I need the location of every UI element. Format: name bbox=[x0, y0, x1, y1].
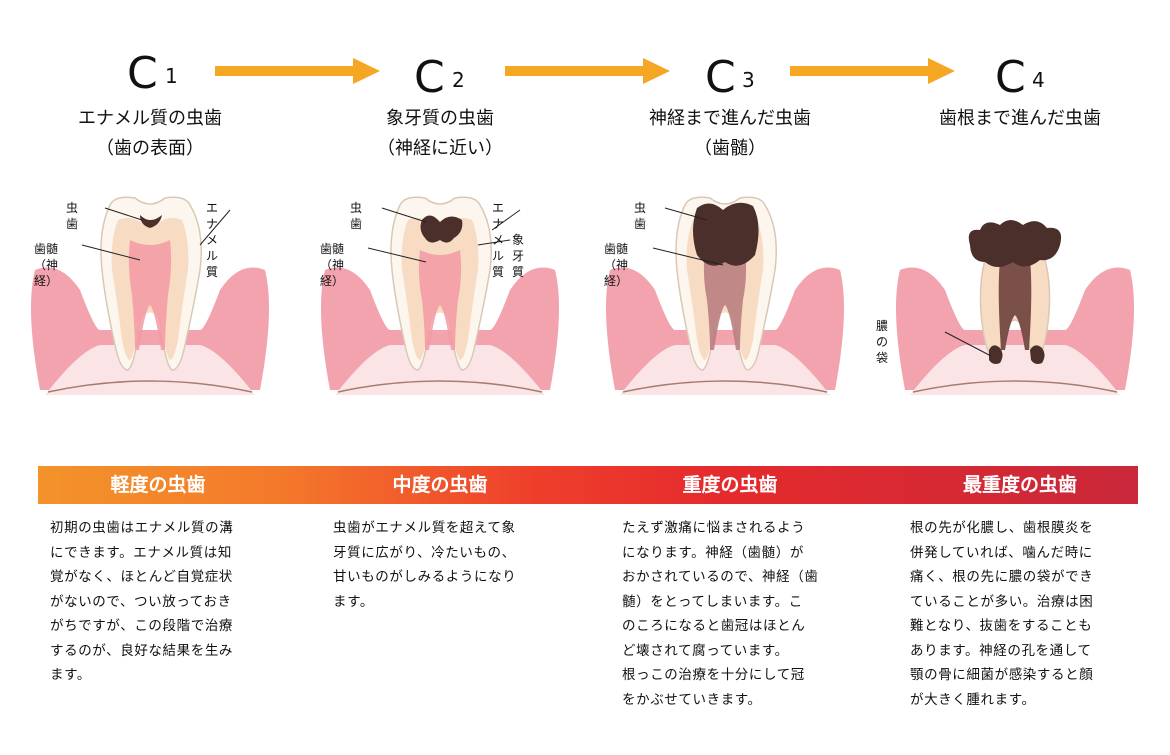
severity-label-severe: 重度の虫歯 bbox=[682, 474, 778, 496]
description-line: のころになると歯冠はほとん bbox=[622, 618, 806, 634]
pointer-lines bbox=[81, 207, 231, 261]
label-pulp: 歯髄 （神経） bbox=[604, 241, 628, 289]
tooth-c4 bbox=[895, 220, 1135, 396]
description-c3: たえず激痛に悩まされるよう になります。神経（歯髄）が おかされているので、神経… bbox=[622, 516, 872, 712]
label-enamel: エナメル質 bbox=[206, 201, 219, 279]
description-line: にできます。エナメル質は知 bbox=[50, 544, 232, 561]
label-pulp: 歯髄 （神経） bbox=[34, 241, 58, 289]
tooth-illustrations bbox=[30, 196, 1135, 396]
label-pulp: 歯髄 （神経） bbox=[320, 241, 344, 289]
description-line: たえず激痛に悩まされるよう bbox=[622, 520, 806, 536]
stage-letter: C bbox=[414, 52, 445, 103]
description-line: がないので、つい放っておき bbox=[50, 593, 232, 610]
description-line: 痛く、根の先に膿の袋ができ bbox=[910, 569, 1094, 585]
severity-label-mild: 軽度の虫歯 bbox=[110, 474, 206, 496]
description-line: おかされているので、神経（歯 bbox=[622, 569, 819, 585]
description-line: ど壊されて腐っています。 bbox=[622, 642, 789, 659]
stage-title: エナメル質の虫歯 （歯の表面） bbox=[40, 104, 260, 164]
description-line: ます。 bbox=[50, 667, 91, 683]
description-line: ます。 bbox=[333, 593, 374, 610]
severity-label-most-severe: 最重度の虫歯 bbox=[962, 474, 1077, 496]
stage-title-line-2: （歯の表面） bbox=[96, 138, 204, 159]
label-pulp-line-2: （神経） bbox=[604, 258, 629, 288]
description-line: をかぶせていきます。 bbox=[622, 691, 762, 708]
label-pulp-line-1: 歯髄 bbox=[34, 242, 59, 256]
label-pulp-line-1: 歯髄 bbox=[320, 242, 345, 256]
description-c1: 初期の虫歯はエナメル質の溝 にできます。エナメル質は知 覚がなく、ほとんど自覚症… bbox=[50, 516, 300, 688]
description-line: 虫歯がエナメル質を超えて象 bbox=[333, 520, 516, 536]
description-line: ていることが多い。治療は困 bbox=[910, 593, 1094, 610]
description-line: 牙質に広がり、冷たいもの、 bbox=[333, 544, 516, 561]
description-line: 髄）をとってしまいます。こ bbox=[622, 593, 803, 610]
stage-title: 神経まで進んだ虫歯 （歯髄） bbox=[615, 104, 845, 164]
label-decay: 虫歯 bbox=[350, 201, 363, 231]
description-line: 根の先が化膿し、歯根膜炎を bbox=[910, 520, 1094, 536]
tooth-c3 bbox=[605, 196, 845, 396]
description-line: 顎の骨に細菌が感染すると顔 bbox=[910, 667, 1094, 683]
description-line: 覚がなく、ほとんど自覚症状 bbox=[50, 569, 233, 585]
stage-title: 歯根まで進んだ虫歯 bbox=[905, 104, 1135, 134]
stage-title-line-2: （神経に近い） bbox=[377, 138, 503, 159]
tooth-c2 bbox=[320, 196, 560, 396]
stage-title-line-2: （歯髄） bbox=[694, 138, 766, 159]
stage-title-line-1: 歯根まで進んだ虫歯 bbox=[939, 108, 1101, 129]
description-line: がちですが、この段階で治療 bbox=[50, 618, 234, 634]
stage-title-line-1: 神経まで進んだ虫歯 bbox=[649, 108, 811, 129]
severity-label-moderate: 中度の虫歯 bbox=[392, 474, 488, 496]
stage-letter: C bbox=[995, 52, 1026, 103]
stage-letter: C bbox=[705, 52, 736, 103]
stage-number: 3 bbox=[742, 68, 755, 92]
description-line: 根っこの治療を十分にして冠 bbox=[622, 667, 805, 683]
description-line: 併発していれば、噛んだ時に bbox=[910, 544, 1093, 561]
stage-number: 4 bbox=[1032, 68, 1045, 92]
label-decay: 虫歯 bbox=[634, 201, 647, 231]
label-dentin: 象牙質 bbox=[512, 233, 525, 279]
label-decay: 虫歯 bbox=[66, 201, 79, 231]
severity-band bbox=[38, 466, 1138, 504]
progress-arrow-icon bbox=[790, 58, 955, 84]
label-pulp-line-2: （神経） bbox=[320, 258, 345, 288]
stage-letter: C bbox=[127, 48, 158, 99]
stage-title-line-1: エナメル質の虫歯 bbox=[78, 108, 222, 129]
tooth-c1 bbox=[30, 196, 270, 396]
label-pulp-line-1: 歯髄 bbox=[604, 242, 629, 256]
stage-title-line-1: 象牙質の虫歯 bbox=[386, 108, 494, 129]
description-line: 甘いものがしみるようになり bbox=[333, 569, 517, 585]
description-line: あります。神経の孔を通して bbox=[910, 642, 1092, 659]
description-line: 難となり、抜歯をすることも bbox=[910, 618, 1093, 634]
stage-title: 象牙質の虫歯 （神経に近い） bbox=[330, 104, 550, 164]
description-c4: 根の先が化膿し、歯根膜炎を 併発していれば、噛んだ時に 痛く、根の先に膿の袋がで… bbox=[910, 516, 1160, 712]
description-c2: 虫歯がエナメル質を超えて象 牙質に広がり、冷たいもの、 甘いものがしみるようにな… bbox=[333, 516, 583, 614]
description-line: するのが、良好な結果を生み bbox=[50, 642, 234, 659]
label-pulp-line-2: （神経） bbox=[34, 258, 59, 288]
stage-number: 1 bbox=[165, 64, 178, 88]
description-line: が大きく腫れます。 bbox=[910, 691, 1036, 708]
progress-arrow-icon bbox=[505, 58, 670, 84]
progress-arrow-icon bbox=[215, 58, 380, 84]
label-enamel: エナメル質 bbox=[492, 201, 505, 279]
label-pus-sac: 膿の袋 bbox=[876, 319, 889, 365]
stage-number: 2 bbox=[452, 68, 465, 92]
description-line: 初期の虫歯はエナメル質の溝 bbox=[50, 520, 234, 536]
description-line: になります。神経（歯髄）が bbox=[622, 544, 804, 561]
